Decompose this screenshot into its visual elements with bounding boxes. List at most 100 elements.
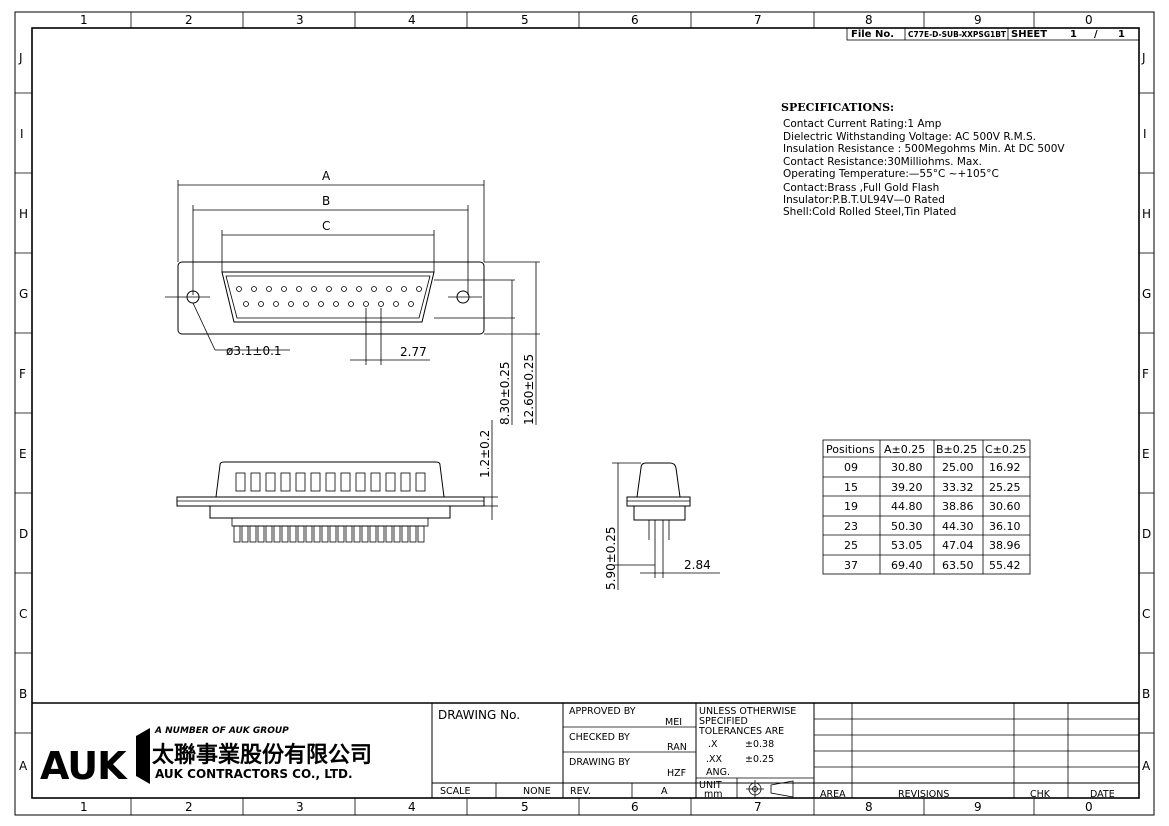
col-label: 5 (521, 13, 529, 27)
group-text: A NUMBER OF AUK GROUP (154, 726, 289, 736)
row-label: E (1142, 447, 1150, 461)
side-width-dim: 2.84 (684, 558, 711, 572)
approved-by: MEI (665, 717, 682, 728)
row-label: C (19, 607, 27, 621)
table-cell: 19 (844, 500, 858, 513)
table-cell: 55.42 (989, 559, 1021, 572)
tol-x-label: .X (708, 739, 718, 750)
table-cell: 53.05 (891, 539, 923, 552)
spec-line: Operating Temperature:—55°C ~+105°C (783, 168, 999, 180)
outer-border (14, 11, 1155, 816)
sheet-total: 1 (1118, 29, 1125, 40)
table-cell: 37 (844, 559, 858, 572)
area-label: AREA (820, 789, 846, 800)
tol-x: ±0.38 (745, 739, 774, 750)
checked-label: CHECKED BY (569, 732, 630, 743)
row-label: F (19, 367, 26, 381)
chk-label: CHK (1030, 789, 1051, 800)
top-pin-slots (235, 472, 426, 492)
top-pins (233, 525, 425, 543)
col-label: 8 (865, 800, 873, 814)
table-cell: 25.25 (989, 481, 1021, 494)
company-cn: 太聯事業股份有限公司 (152, 742, 372, 768)
drawing-by-label: DRAWING BY (569, 757, 630, 768)
top-flange (176, 496, 485, 507)
spec-line: Shell:Cold Rolled Steel,Tin Plated (783, 206, 956, 218)
side-shell (636, 462, 681, 498)
col-label: 4 (408, 13, 416, 27)
sheet-label: SHEET (1011, 29, 1047, 40)
col-label: 9 (974, 13, 982, 27)
spec-line: Insulation Resistance : 500Megohms Min. … (783, 143, 1065, 155)
col-label: 7 (754, 13, 762, 27)
table-cell: 30.60 (989, 500, 1021, 513)
tol-specified: SPECIFIED (699, 716, 748, 727)
pin-row-top (236, 286, 422, 292)
height-dim-1: 8.30±0.25 (498, 362, 512, 426)
hole-dim: ø3.1±0.1 (226, 344, 282, 358)
company-logo: AUK (40, 728, 150, 788)
table-cell: 50.30 (891, 520, 923, 533)
row-label: J (18, 51, 23, 65)
row-label: H (1142, 207, 1151, 221)
table-cell: 30.80 (891, 461, 923, 474)
col-label: 9 (974, 800, 982, 814)
drawing-no-label: DRAWING No. (438, 708, 520, 722)
col-label: 3 (296, 800, 304, 814)
row-label: H (19, 207, 28, 221)
col-label: 2 (185, 13, 193, 27)
tol-xx-label: .XX (706, 754, 723, 765)
front-view: A B C (165, 169, 540, 425)
company-en: AUK CONTRACTORS CO., LTD. (155, 767, 353, 781)
sheet-no: 1 (1070, 29, 1077, 40)
side-body (633, 505, 686, 521)
unit-value: mm (704, 789, 723, 800)
table-cell: 15 (844, 481, 858, 494)
table-cell: 47.04 (942, 539, 974, 552)
table-cell: 69.40 (891, 559, 923, 572)
table-header: B±0.25 (936, 443, 977, 456)
side-height-dim: 5.90±0.25 (604, 527, 618, 591)
projection-symbol-icon (746, 780, 794, 798)
table-cell: 44.30 (942, 520, 974, 533)
table-cell: 33.32 (942, 481, 974, 494)
table-cell: 23 (844, 520, 858, 533)
file-no: C77E-D-SUB-XXPSG1BT (908, 30, 1007, 39)
top-view: 1.2±0.2 (176, 420, 498, 543)
col-label: 2 (185, 800, 193, 814)
drawing-by: HZF (667, 768, 686, 779)
height-dim-2: 12.60±0.25 (522, 354, 536, 425)
row-label: D (1142, 527, 1151, 541)
rev-value: A (661, 786, 668, 797)
date-label: DATE (1090, 789, 1115, 800)
row-grid: J I H G F E D C B A J I H G F E D C B A (15, 51, 1154, 773)
side-pins (648, 520, 670, 546)
ang-label: ANG. (706, 767, 730, 778)
row-label: I (20, 127, 24, 141)
row-label: E (19, 447, 27, 461)
dim-a-label: A (322, 169, 331, 183)
table-cell: 38.96 (989, 539, 1021, 552)
row-label: G (1142, 287, 1151, 301)
scale-label: SCALE (440, 786, 470, 797)
flange-dim: 1.2±0.2 (478, 430, 492, 478)
table-cell: 63.50 (942, 559, 974, 572)
table-cell: 16.92 (989, 461, 1021, 474)
table-cell: 44.80 (891, 500, 923, 513)
row-label: J (1141, 51, 1146, 65)
table-header: Positions (826, 443, 875, 456)
col-label: 0 (1085, 800, 1093, 814)
table-cell: 25 (844, 539, 858, 552)
pitch-dim: 2.77 (400, 345, 427, 359)
revisions-label: REVISIONS (898, 789, 949, 800)
pin-row-bottom (243, 301, 414, 307)
row-label: A (19, 759, 28, 773)
col-label: 7 (754, 800, 762, 814)
col-label: 1 (80, 800, 88, 814)
rev-label: REV. (570, 786, 591, 797)
spec-line: Contact Current Rating:1 Amp (783, 118, 942, 130)
col-label: 5 (521, 800, 529, 814)
top-body (209, 505, 451, 519)
col-label: 8 (865, 13, 873, 27)
